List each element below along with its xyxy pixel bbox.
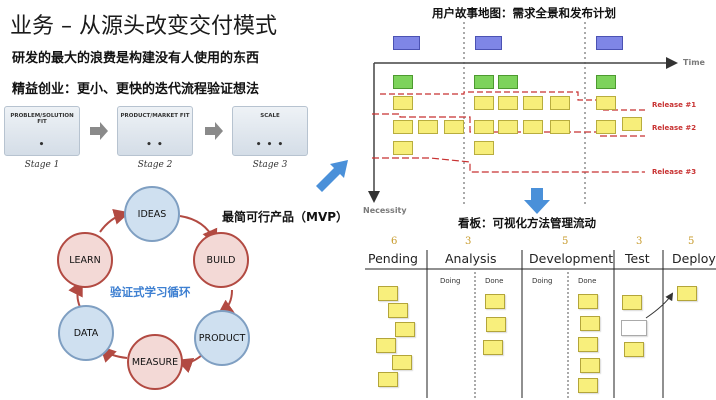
release-1-label: Release #1	[652, 101, 697, 109]
column-deploy: Deploy	[672, 251, 716, 266]
stage-3-box-label: SCALE	[260, 113, 280, 119]
stage-1-dots: •	[38, 140, 46, 150]
column-test: Test	[625, 251, 650, 266]
story-card	[418, 120, 438, 134]
story-card	[523, 120, 543, 134]
story-map-axes	[368, 22, 678, 205]
kanban-card	[578, 378, 598, 393]
stage-3-dots: • • •	[255, 140, 285, 150]
story-card	[498, 96, 518, 110]
kanban-card	[622, 295, 642, 310]
story-card	[474, 141, 494, 155]
test-wip-limit: 3	[636, 236, 643, 247]
stage-arrow-2	[205, 122, 223, 140]
stage-1-box-label: PROBLEM/SOLUTION FIT	[10, 113, 74, 125]
kanban-card	[580, 316, 600, 331]
deploy-arrow	[645, 292, 674, 319]
kanban-card-empty	[621, 320, 647, 336]
analysis-doing-label: Doing	[440, 277, 461, 285]
kanban-card	[624, 342, 644, 357]
story-map-title: 用户故事地图：需求全景和发布计划	[432, 6, 616, 20]
stage-arrows	[90, 122, 223, 140]
column-pending: Pending	[368, 251, 418, 266]
activity-card	[393, 36, 420, 50]
kanban-card	[578, 294, 598, 309]
release-3-label: Release #3	[652, 168, 697, 176]
kanban-card	[580, 358, 600, 373]
necessity-axis-label: Necessity	[363, 206, 407, 215]
stage-2-label: Stage 2	[137, 160, 173, 170]
activity-card	[475, 36, 502, 50]
page-title: 业务 – 从源头改变交付模式	[10, 14, 277, 39]
cycle-node-ideas: IDEAS	[124, 186, 180, 242]
story-card	[498, 120, 518, 134]
kanban-card	[395, 322, 415, 337]
cycle-center-label: 验证式学习循环	[110, 285, 191, 299]
story-card	[393, 141, 413, 155]
kanban-card	[392, 355, 412, 370]
stage-1-label: Stage 1	[24, 160, 60, 170]
lean-startup-statement: 精益创业：更小、更快的迭代流程验证想法	[12, 82, 260, 97]
development-doing-label: Doing	[532, 277, 553, 285]
kanban-card	[376, 338, 396, 353]
mvp-label: 最简可行产品（MVP）	[222, 210, 349, 224]
story-card	[523, 96, 543, 110]
story-card	[393, 120, 413, 134]
story-card	[444, 120, 464, 134]
kanban-card	[485, 294, 505, 309]
analysis-done-label: Done	[485, 277, 504, 285]
development-wip-limit: 5	[562, 236, 569, 247]
pending-wip-limit: 6	[391, 236, 398, 247]
cycle-node-measure: MEASURE	[127, 334, 183, 390]
kanban-card	[378, 372, 398, 387]
kanban-card	[578, 337, 598, 352]
kanban-grid	[365, 250, 716, 398]
activity-card	[596, 36, 623, 50]
kanban-card	[483, 340, 503, 355]
kanban-card	[677, 286, 697, 301]
cycle-node-build: BUILD	[193, 232, 249, 288]
story-card	[393, 96, 413, 110]
deploy-wip-limit: 5	[688, 236, 695, 247]
task-card	[393, 75, 413, 89]
task-card	[498, 75, 518, 89]
release-2-label: Release #2	[652, 124, 697, 132]
stage-arrow-1	[90, 122, 108, 140]
task-card	[596, 75, 616, 89]
story-card	[622, 117, 642, 131]
kanban-card	[378, 286, 398, 301]
analysis-wip-limit: 3	[465, 236, 472, 247]
cycle-node-product: PRODUCT	[194, 310, 250, 366]
story-card	[474, 96, 494, 110]
story-card	[596, 120, 616, 134]
story-card	[596, 96, 616, 110]
mvp-arrow	[316, 160, 348, 192]
kanban-subdividers	[474, 272, 569, 398]
development-done-label: Done	[578, 277, 597, 285]
stage-2-box-label: PRODUCT/MARKET FIT	[120, 113, 190, 119]
story-card	[550, 120, 570, 134]
stage-2-box: PRODUCT/MARKET FIT • •	[117, 106, 193, 156]
kanban-title: 看板：可视化方法管理流动	[458, 216, 596, 230]
cycle-node-learn: LEARN	[57, 232, 113, 288]
time-axis-label: Time	[683, 58, 705, 67]
stage-3-label: Stage 3	[252, 160, 288, 170]
waste-statement: 研发的最大的浪费是构建没有人使用的东西	[12, 51, 260, 66]
stage-3-box: SCALE • • •	[232, 106, 308, 156]
kanban-card	[388, 303, 408, 318]
task-card	[474, 75, 494, 89]
story-card	[474, 120, 494, 134]
column-analysis: Analysis	[445, 251, 497, 266]
cycle-node-data: DATA	[58, 305, 114, 361]
story-card	[550, 96, 570, 110]
stage-1-box: PROBLEM/SOLUTION FIT •	[4, 106, 80, 156]
down-arrow	[524, 188, 550, 214]
stage-2-dots: • •	[146, 140, 164, 150]
column-development: Development	[529, 251, 614, 266]
kanban-card	[486, 317, 506, 332]
